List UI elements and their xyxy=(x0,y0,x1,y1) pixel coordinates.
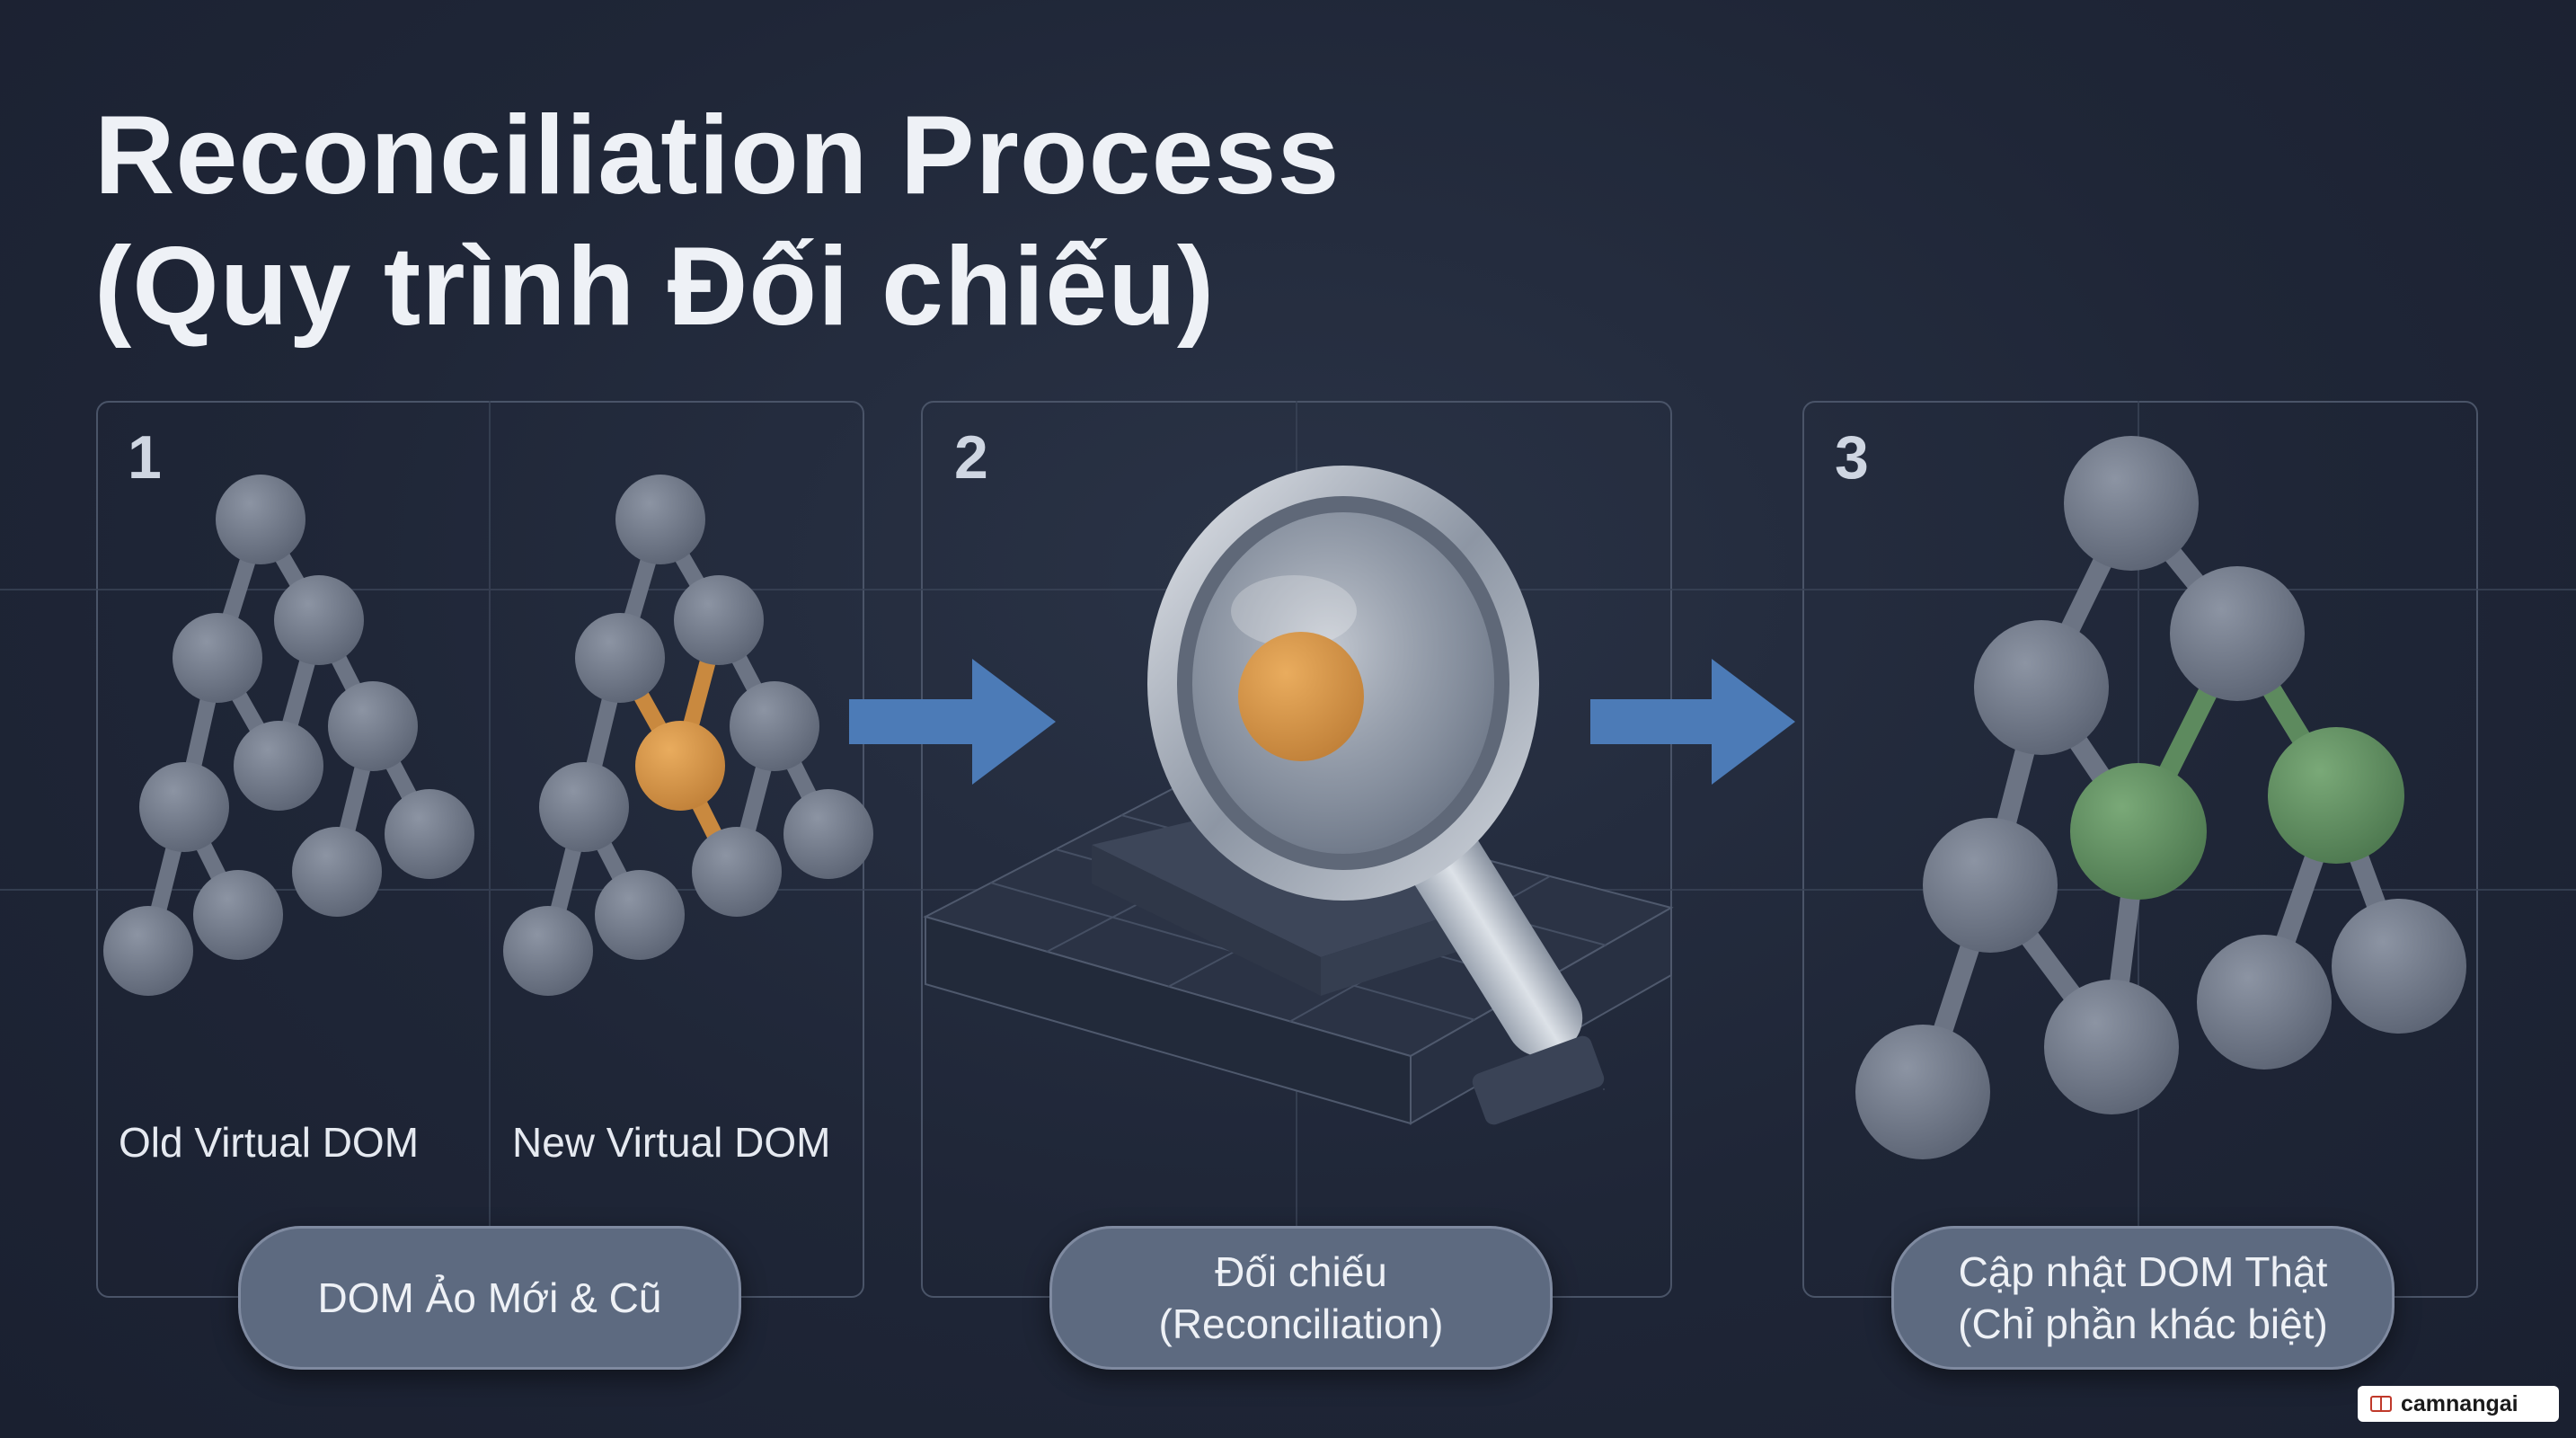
caption-2-line-2: (Reconciliation) xyxy=(1158,1300,1444,1347)
caption-virtual-dom: DOM Ảo Mới & Cũ xyxy=(238,1226,741,1370)
caption-2-line-1: Đối chiếu xyxy=(1215,1248,1387,1295)
caption-update-real-dom: Cập nhật DOM Thật (Chỉ phần khác biệt) xyxy=(1891,1226,2395,1370)
caption-reconciliation: Đối chiếu (Reconciliation) xyxy=(1049,1226,1553,1370)
panel-2-number: 2 xyxy=(954,423,988,492)
real-dom-nodes xyxy=(1855,436,2466,1159)
panel-3-number: 3 xyxy=(1835,423,1869,492)
new-virtual-dom-label: New Virtual DOM xyxy=(512,1119,831,1166)
inspected-node xyxy=(1238,632,1364,761)
old-virtual-dom-label: Old Virtual DOM xyxy=(119,1119,420,1166)
updated-nodes xyxy=(2070,727,2404,900)
arrow-right-1 xyxy=(849,659,1056,785)
new-tree-nodes xyxy=(503,475,873,996)
page-title: Reconciliation Process (Quy trình Đối ch… xyxy=(94,90,1340,352)
watermark-badge: camnangai xyxy=(2358,1386,2559,1422)
caption-3-line-1: Cập nhật DOM Thật xyxy=(1958,1248,2328,1295)
magnifier-icon xyxy=(1147,466,1605,1125)
panel-1-number: 1 xyxy=(128,423,162,492)
title-line-1: Reconciliation Process xyxy=(94,93,1341,217)
book-icon xyxy=(2370,1396,2392,1412)
old-tree-nodes xyxy=(103,475,474,996)
caption-3-line-2: (Chỉ phần khác biệt) xyxy=(1958,1300,2328,1347)
changed-node xyxy=(635,721,725,811)
title-line-2: (Quy trình Đối chiếu) xyxy=(94,225,1216,349)
watermark-text: camnangai xyxy=(2401,1390,2518,1416)
caption-1-line-1: DOM Ảo Mới & Cũ xyxy=(317,1274,662,1321)
arrow-right-2 xyxy=(1590,659,1795,785)
